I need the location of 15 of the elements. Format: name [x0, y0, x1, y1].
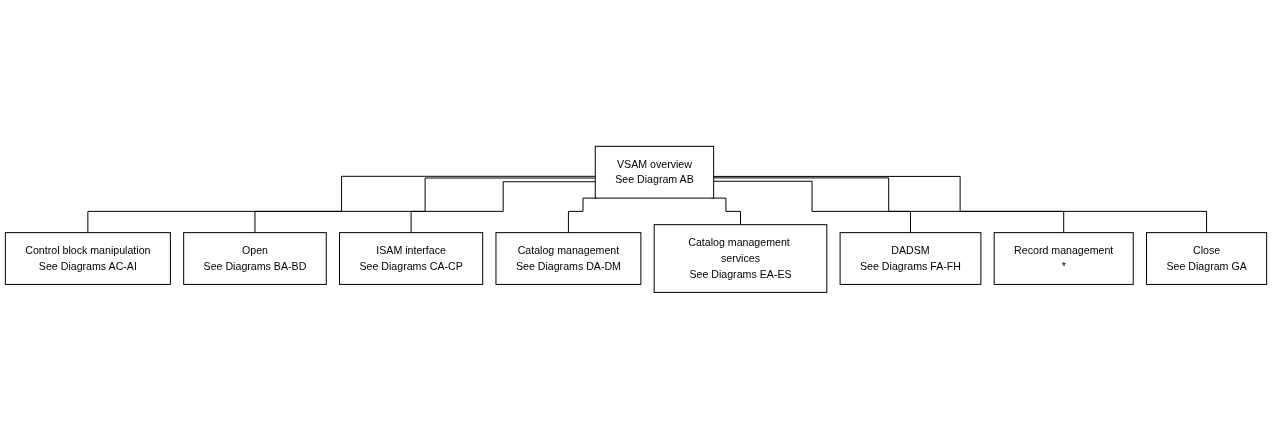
node-box: Catalog management services See Diagrams EA-ES: [653, 223, 828, 293]
node-box: Record management *: [993, 231, 1134, 285]
node-box: ISAM interface See Diagrams CA-CP: [339, 231, 484, 285]
connector: [254, 177, 596, 233]
connector: [87, 175, 596, 233]
node-box: Control block manipulation See Diagrams AC-AI: [4, 231, 171, 285]
node-box: DADSM See Diagrams FA-FH: [839, 231, 982, 285]
node-box: Catalog management See Diagrams DA-DM: [495, 231, 642, 285]
node-box: Close See Diagram GA: [1146, 231, 1268, 285]
connector: [713, 175, 1208, 233]
connector: [410, 180, 596, 233]
node-box: Open See Diagrams BA-BD: [183, 231, 327, 285]
connector: [713, 177, 1065, 233]
connector: [713, 180, 911, 233]
node-box: VSAM overview See Diagram AB: [594, 145, 715, 199]
